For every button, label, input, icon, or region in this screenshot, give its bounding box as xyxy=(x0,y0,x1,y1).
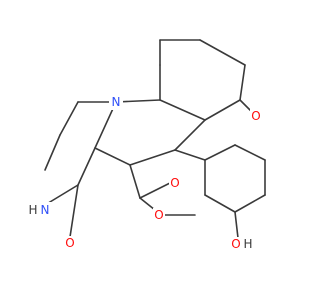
atom-o-ester-carbonyl: O xyxy=(170,176,179,190)
bond-p4-p5 xyxy=(234,194,266,213)
bond-c1-c2 xyxy=(59,101,79,136)
atom-bg-hydroxyl xyxy=(230,237,255,252)
atom-o-hydroxyl: O xyxy=(231,237,240,251)
atom-bg-n-ring xyxy=(109,95,123,110)
bond-c12-c15 xyxy=(129,164,141,199)
atom-o-ester-ether: O xyxy=(154,208,163,222)
bond-p2-p3 xyxy=(234,144,266,161)
bond-c7-c8 xyxy=(239,64,246,101)
atom-bg-o-ketone xyxy=(250,108,262,123)
atom-bg-o-ester-ether xyxy=(153,208,165,223)
atom-o-lactam: O xyxy=(65,236,74,250)
bond-c11-c12 xyxy=(94,147,131,166)
bond-c2-c3 xyxy=(44,134,61,171)
atom-label-layer: N H N O O O O O H xyxy=(28,95,262,252)
bond-c14-o xyxy=(69,184,79,238)
atom-bg-o-ester-carbonyl xyxy=(169,176,181,191)
atom-nh: N xyxy=(41,203,50,217)
bond-c14-nh xyxy=(44,184,79,206)
bond-c9-c4 xyxy=(159,99,206,121)
bond-c15-oe xyxy=(139,197,156,211)
bond-c6-c7 xyxy=(199,39,246,66)
bond-c13-p1 xyxy=(174,149,206,161)
atom-n-ring: N xyxy=(112,95,121,109)
atom-bg-nh xyxy=(28,202,53,217)
atom-o-ketone: O xyxy=(251,109,260,123)
bond-c15-oc xyxy=(139,182,171,199)
atom-h-on-o: H xyxy=(243,237,252,251)
atom-bg-o-lactam xyxy=(64,236,76,251)
bond-c8-c9 xyxy=(204,99,241,121)
bond-c13-c9 xyxy=(174,119,206,151)
bond-p5-p6 xyxy=(204,194,236,213)
bond-c11-c14 xyxy=(77,147,96,186)
bond-n-c4 xyxy=(115,99,161,103)
structure-drawing: N H N O O O O O H xyxy=(28,39,266,252)
bond-c12-c13 xyxy=(129,149,176,166)
bond-p5-oh xyxy=(234,211,239,239)
bond-p1-p2 xyxy=(204,144,236,161)
atom-h-on-n: H xyxy=(28,203,37,217)
